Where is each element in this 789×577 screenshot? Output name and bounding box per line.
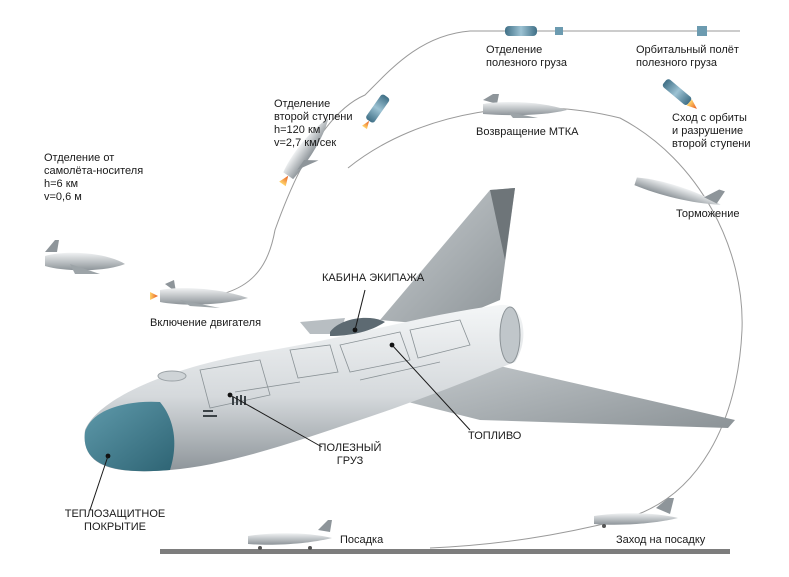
label-engine-ignition: Включение двигателя xyxy=(150,317,262,329)
second-stage-icon xyxy=(362,94,390,130)
payload-orbit-icon xyxy=(697,26,707,36)
nose-thermal-shield xyxy=(84,401,175,472)
tail-fin xyxy=(380,188,515,325)
label-second-stage-separation: Отделение второй ступени h=120 км v=2,7 … xyxy=(274,98,353,149)
fuselage xyxy=(84,304,524,472)
label-separation-carrier: Отделение от самолёта-носителя h=6 км v=… xyxy=(44,152,144,203)
deorbit-stage-icon xyxy=(662,79,697,109)
label-braking: Торможение xyxy=(676,208,740,220)
approach-mtka-icon xyxy=(594,498,678,528)
payload-separation-icon xyxy=(505,26,563,36)
label-return-mtka: Возвращение МТКА xyxy=(476,126,579,138)
label-landing: Посадка xyxy=(340,534,384,546)
main-vehicle xyxy=(84,188,735,472)
label-landing-approach: Заход на посадку xyxy=(616,534,706,546)
label-thermal-protection: ТЕПЛОЗАЩИТНОЕ ПОКРЫТИЕ xyxy=(64,508,166,533)
braking-mtka-icon xyxy=(634,177,725,205)
payload-vents xyxy=(203,395,246,417)
label-deorbit-second-stage: Сход с орбиты и разрушение второй ступен… xyxy=(672,112,751,150)
return-mtka-icon xyxy=(483,94,567,118)
label-crew-cabin: КАБИНА ЭКИПАЖА xyxy=(322,272,425,284)
mtka-ignition-icon xyxy=(150,280,248,308)
runway xyxy=(160,549,730,554)
leader-fuel xyxy=(391,344,471,431)
leader-lines xyxy=(89,289,471,511)
leader-crew-cabin xyxy=(354,289,366,331)
leader-payload xyxy=(229,394,323,448)
label-payload: ПОЛЕЗНЫЙ ГРУЗ xyxy=(318,442,382,467)
label-payload-separation: Отделение полезного груза xyxy=(486,44,567,69)
landing-mtka-icon xyxy=(248,520,332,550)
label-fuel: ТОПЛИВО xyxy=(468,430,522,442)
leader-thermal xyxy=(89,455,109,511)
ascending-vehicle-icon xyxy=(279,118,329,187)
label-payload-orbital-flight: Орбитальный полёт полезного груза xyxy=(636,44,739,69)
mtka-separation-icon xyxy=(45,240,125,274)
cockpit xyxy=(330,317,385,336)
